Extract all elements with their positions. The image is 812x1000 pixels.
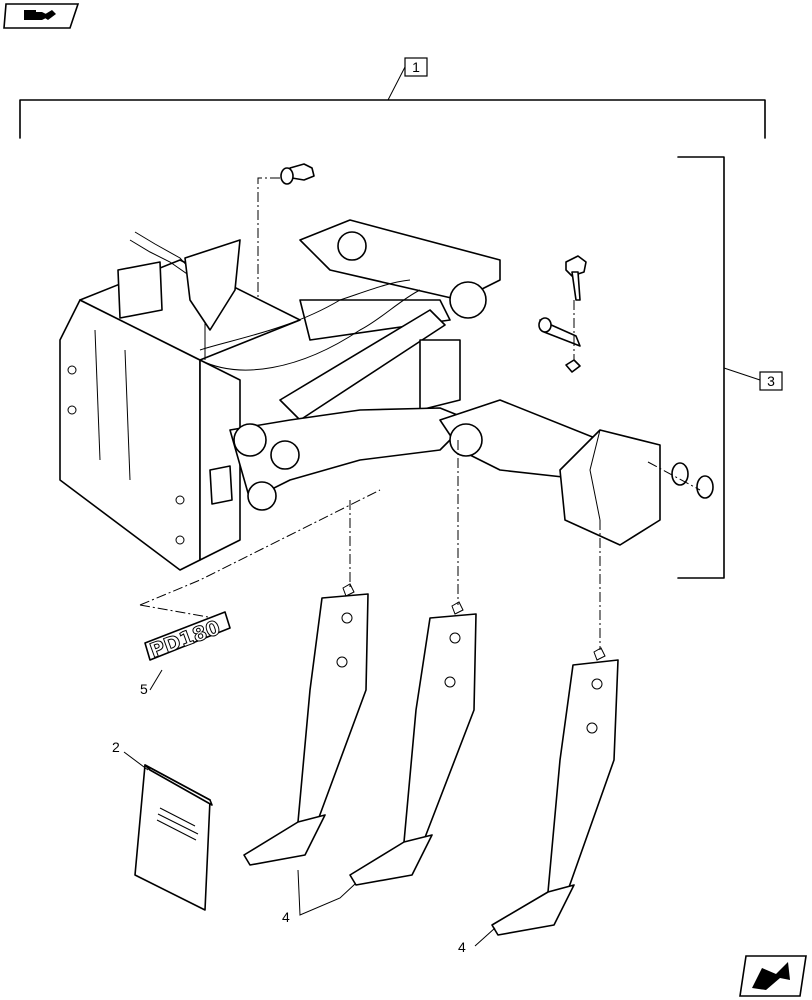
callout-1: 1 xyxy=(19,57,766,139)
callout-5-label: 5 xyxy=(140,681,148,697)
ripper-shank-3 xyxy=(491,647,619,936)
ripper-frame xyxy=(59,219,661,571)
callout-5: 5 xyxy=(140,669,163,697)
callout-2: 2 xyxy=(112,739,149,771)
hand-pointer-icon[interactable] xyxy=(3,3,80,29)
callout-4a: 4 xyxy=(282,869,356,925)
pin-hardware xyxy=(538,255,587,373)
decal-text: PD180 xyxy=(147,615,224,663)
callout-3: 3 xyxy=(677,156,783,579)
callout-4b: 4 xyxy=(458,927,496,955)
operator-manual xyxy=(134,764,213,911)
callout-3-label: 3 xyxy=(767,373,775,389)
callout-4b-label: 4 xyxy=(458,939,466,955)
callout-4a-label: 4 xyxy=(282,909,290,925)
ripper-shank-1 xyxy=(243,583,369,866)
washers xyxy=(647,461,714,499)
upper-bolt xyxy=(257,163,315,330)
leader-decal xyxy=(139,489,381,606)
callout-2-label: 2 xyxy=(112,739,120,755)
next-page-arrow-icon[interactable] xyxy=(739,955,807,997)
pd180-decal: PD180 xyxy=(144,611,231,663)
callout-1-label: 1 xyxy=(412,59,420,75)
leader-decal-2 xyxy=(139,604,226,621)
ripper-shank-2 xyxy=(349,601,477,886)
